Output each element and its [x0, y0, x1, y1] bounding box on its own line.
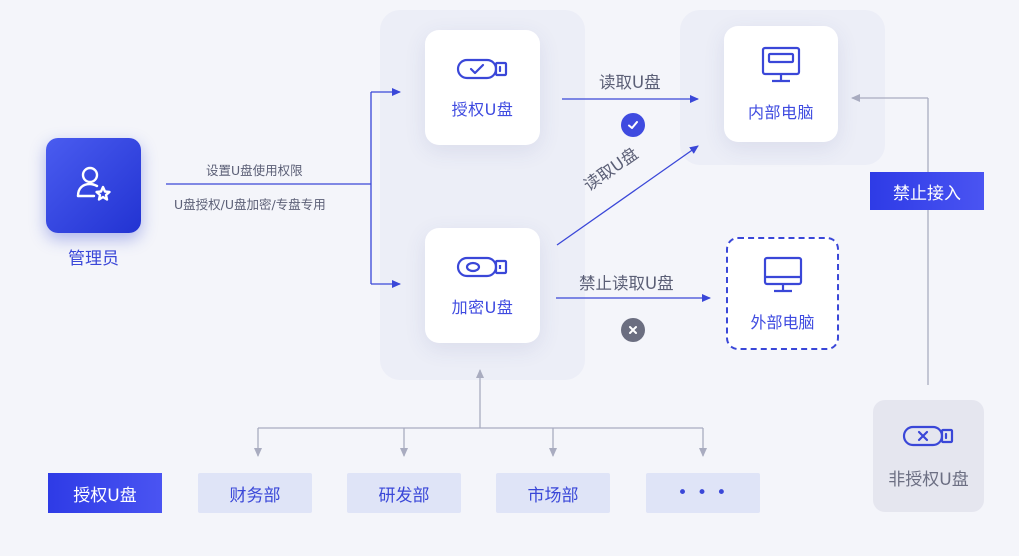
usb-check-icon: [456, 56, 510, 86]
encrypted-usb-node: 加密U盘: [425, 228, 540, 343]
unauthorized-usb-node: 非授权U盘: [873, 400, 984, 512]
authorized-usb-label: 授权U盘: [451, 99, 514, 119]
admin-label: 管理员: [68, 249, 119, 269]
user-star-icon: [70, 160, 118, 212]
monitor-icon: [762, 255, 804, 299]
edge-label-auth-read: 读取U盘: [599, 73, 661, 92]
usb-lock-icon: [456, 254, 510, 284]
dept-rnd: 研发部: [347, 473, 461, 513]
encrypted-usb-label: 加密U盘: [451, 297, 514, 317]
config-note-1: 设置U盘使用权限: [206, 163, 303, 178]
external-pc-label: 外部电脑: [750, 312, 815, 332]
admin-node: [46, 138, 141, 233]
check-circle-icon: [621, 113, 645, 137]
forbid-access-tag: 禁止接入: [870, 172, 984, 210]
legend-authorized-usb: 授权U盘: [48, 473, 162, 513]
edge-label-enc-deny: 禁止读取U盘: [579, 274, 674, 293]
external-pc-node: 外部电脑: [726, 237, 839, 350]
monitor-icon: [760, 45, 802, 89]
dept-marketing: 市场部: [496, 473, 610, 513]
x-circle-icon: [621, 318, 645, 342]
encrypted-to-internal-arrow: [556, 145, 699, 246]
authorized-usb-node: 授权U盘: [425, 30, 540, 145]
usb-x-icon: [902, 423, 956, 453]
internal-pc-label: 内部电脑: [747, 103, 814, 122]
dept-finance: 财务部: [198, 473, 312, 513]
unauthorized-usb-label: 非授权U盘: [888, 469, 969, 490]
dept-more: • • •: [646, 473, 760, 513]
config-note-2: U盘授权/U盘加密/专盘专用: [174, 197, 326, 212]
internal-pc-node: 内部电脑: [724, 26, 838, 142]
